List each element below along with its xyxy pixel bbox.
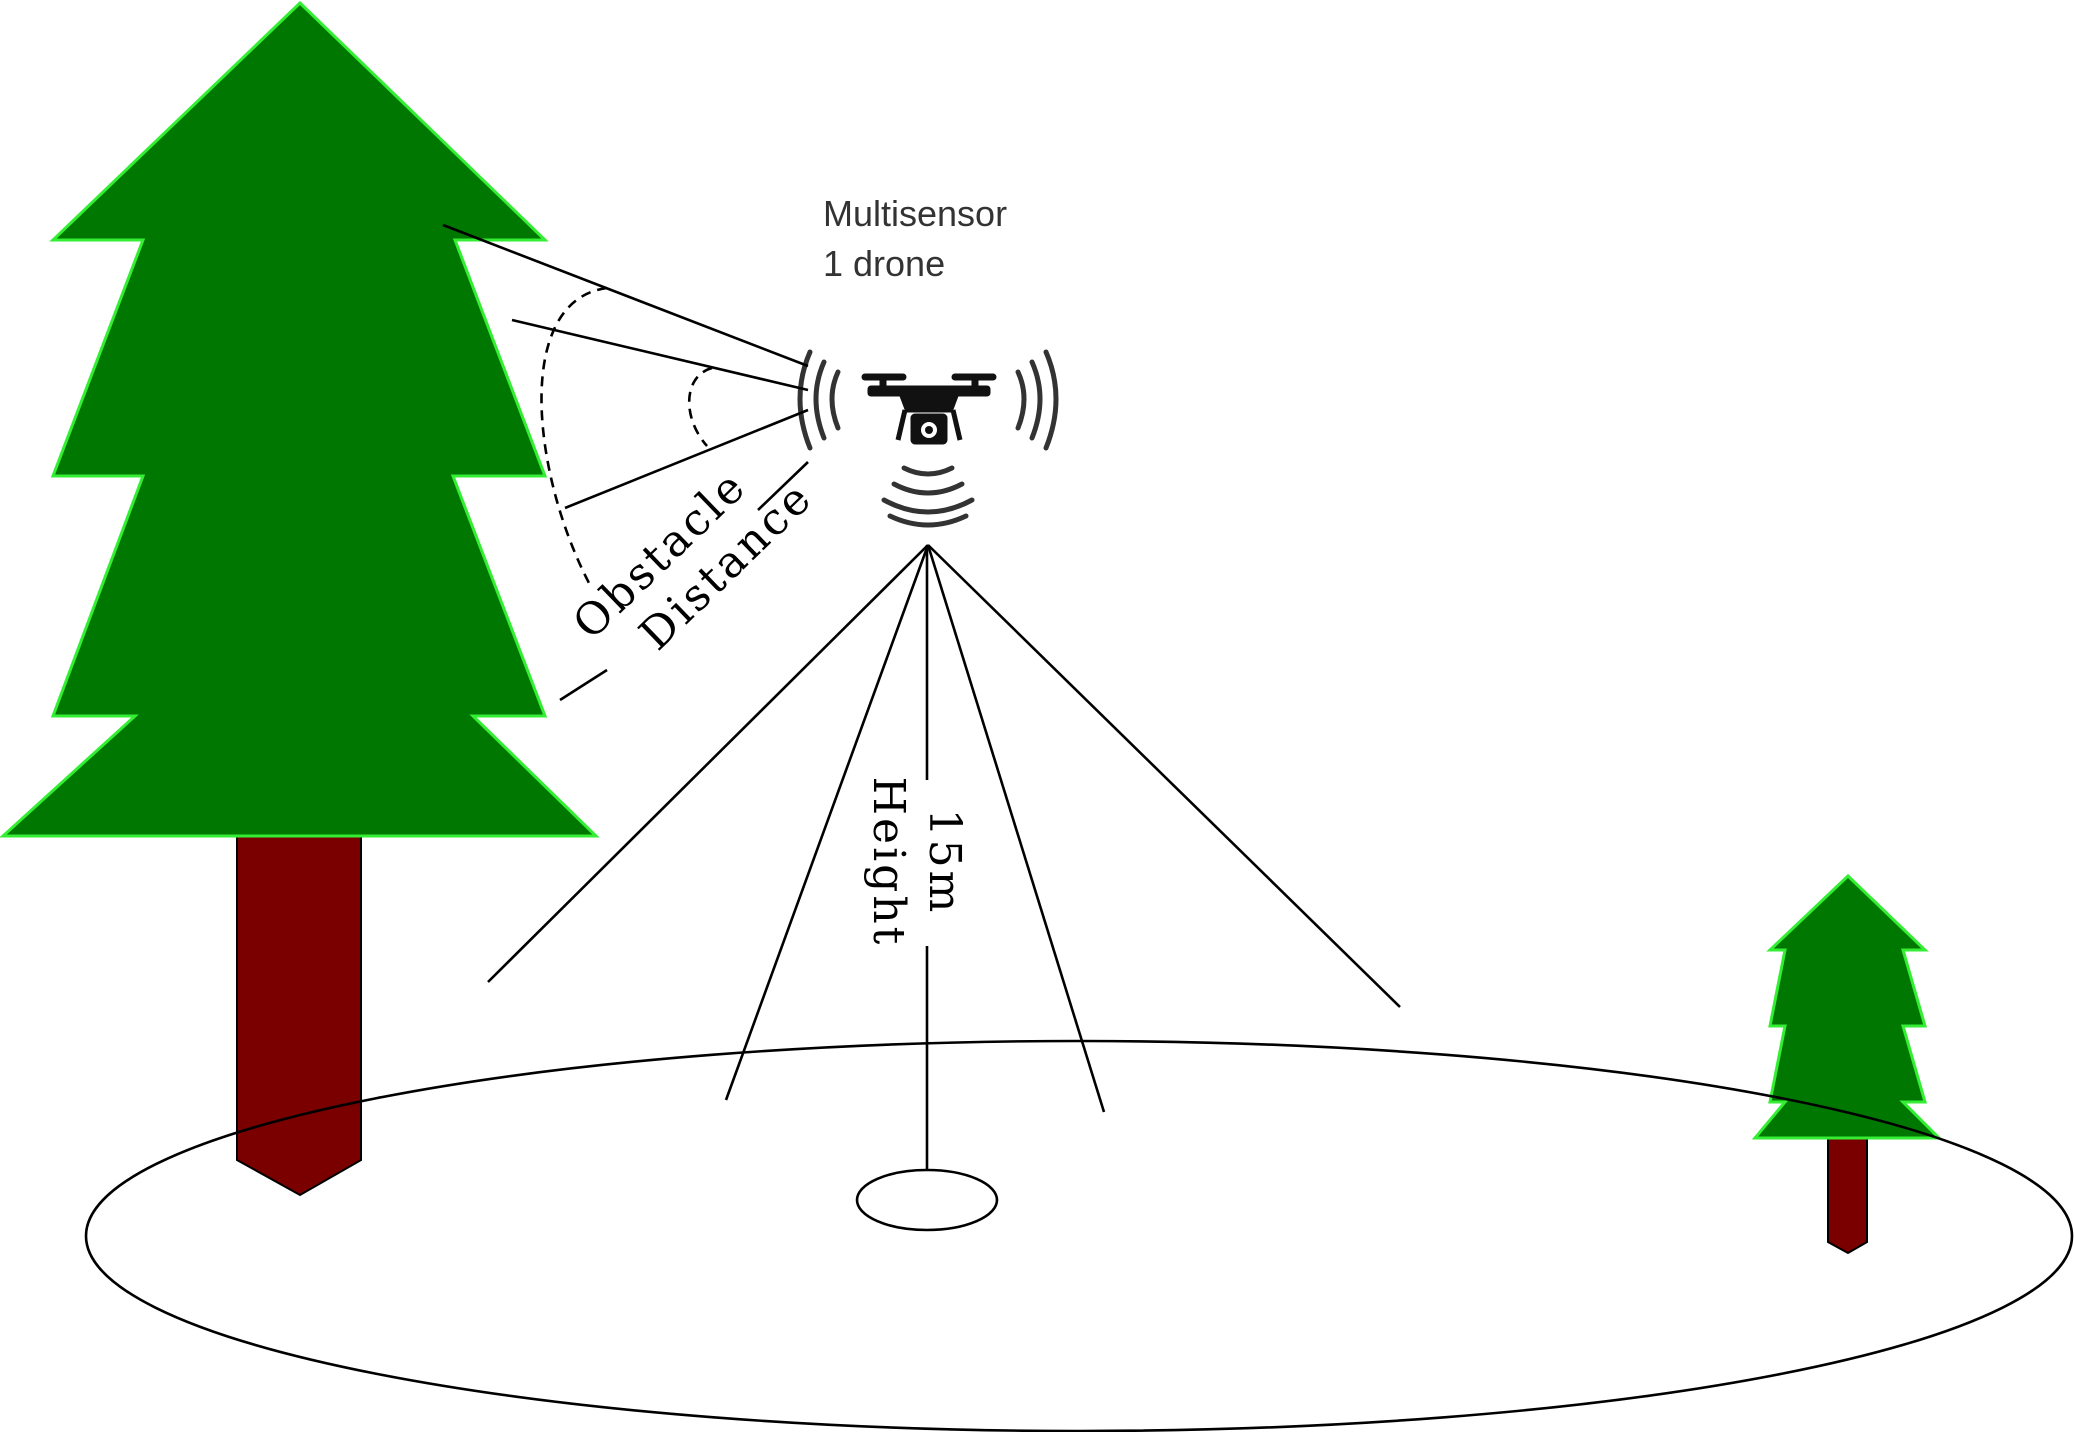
small-tree-foliage: [1751, 873, 1943, 1140]
height-label-caption: Height: [863, 777, 914, 948]
height-label: 15m Height: [863, 777, 970, 948]
obstacle-sensor-fan: [442, 223, 809, 510]
height-label-value: 15m: [919, 809, 970, 916]
drone-icon: [861, 373, 997, 445]
obstacle-distance-line: [559, 461, 809, 702]
downward-sensor-cone: [487, 544, 1401, 1113]
ground-target-ellipse: [855, 1168, 999, 1232]
ground-area-ellipse: [84, 1039, 2074, 1432]
obstacle-inner-arc: [687, 366, 713, 447]
large-tree-foliage: [0, 0, 600, 838]
obstacle-outer-arc: [540, 286, 608, 586]
drone-label-line2: 1 drone: [823, 243, 945, 284]
small-tree-trunk: [1827, 1137, 1868, 1255]
obstacle-distance-label: Obstacle Distance: [563, 460, 822, 660]
signal-waves-icon: [797, 349, 1059, 528]
large-tree-trunk: [236, 835, 362, 1197]
drone-label: Multisensor 1 drone: [823, 193, 1007, 284]
drone-label-line1: Multisensor: [823, 193, 1007, 234]
